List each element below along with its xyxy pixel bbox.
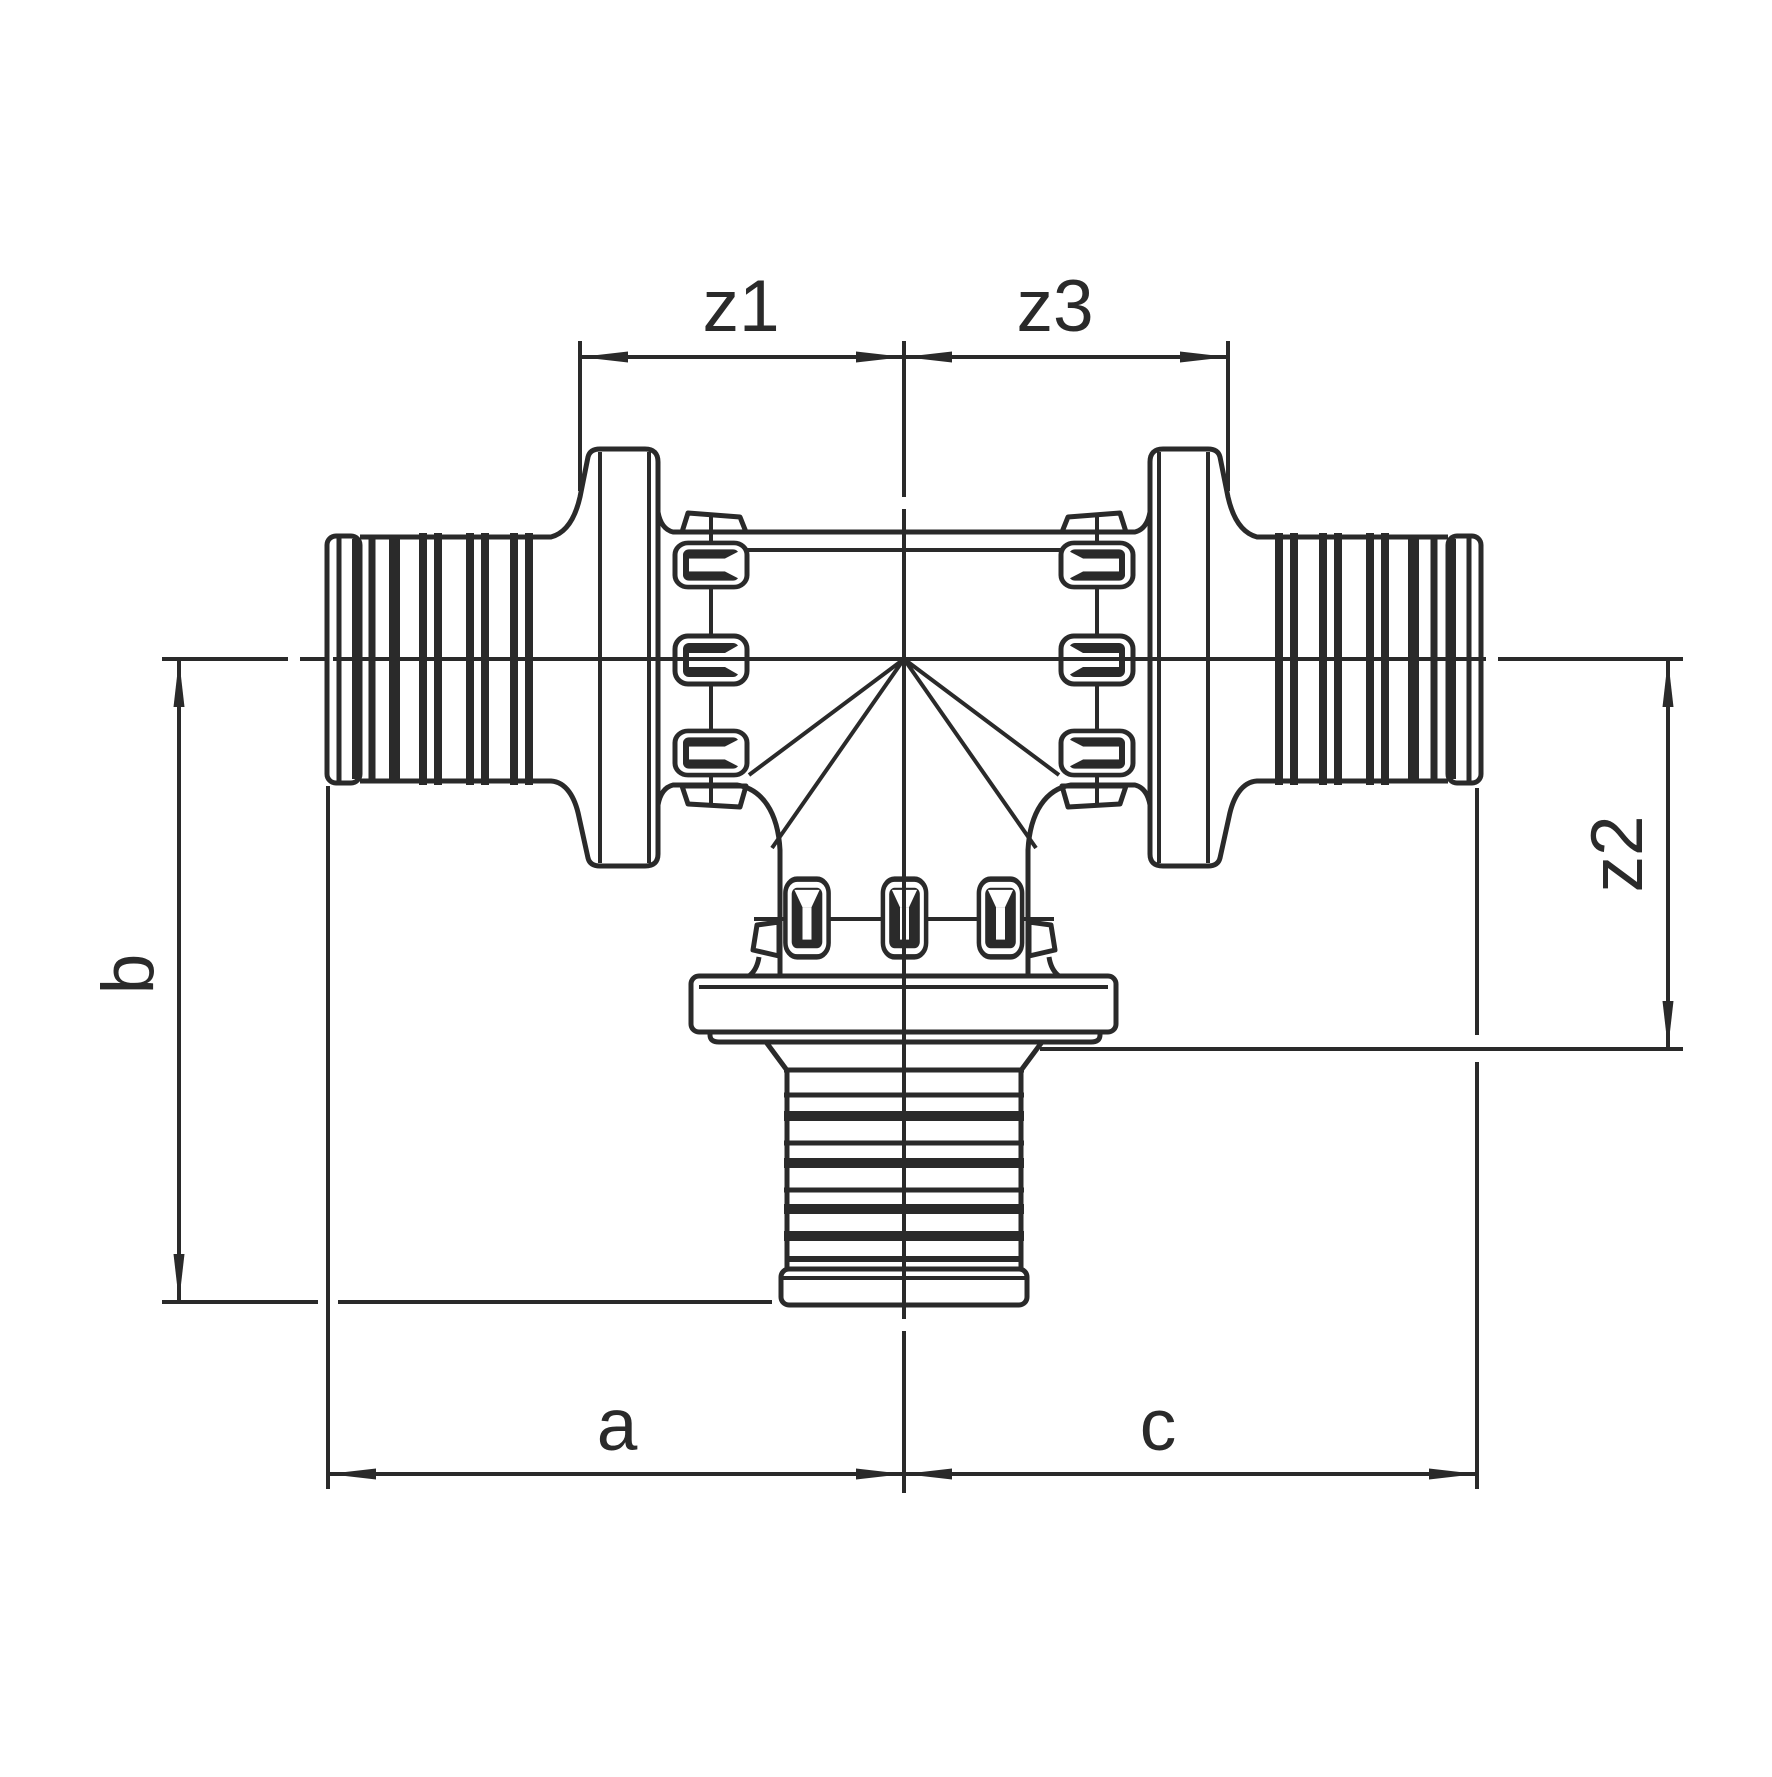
svg-text:b: b	[88, 954, 169, 995]
svg-text:z2: z2	[1577, 815, 1658, 892]
svg-text:c: c	[1140, 1385, 1177, 1466]
svg-text:z3: z3	[1016, 266, 1093, 347]
svg-text:z1: z1	[702, 266, 779, 347]
svg-text:a: a	[597, 1385, 638, 1466]
